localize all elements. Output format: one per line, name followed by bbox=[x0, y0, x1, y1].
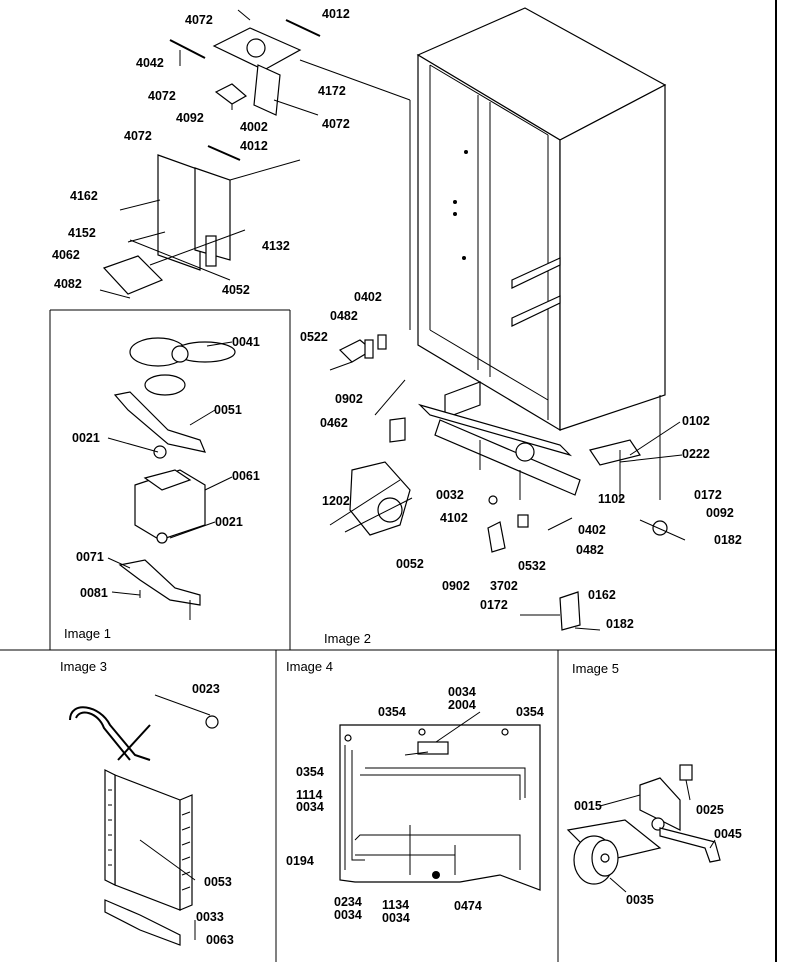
part-label: 0354 bbox=[378, 705, 406, 719]
image4-labels: 0034 2004 0354 0354 0354 1114 0034 0194 … bbox=[286, 685, 544, 925]
part-label: 1102 bbox=[598, 492, 625, 506]
part-label: 0025 bbox=[696, 803, 724, 817]
leader-lines bbox=[107, 341, 716, 893]
image2-title: Image 2 bbox=[324, 631, 371, 646]
part-label: 0063 bbox=[206, 933, 234, 947]
part-label: 0051 bbox=[214, 403, 242, 417]
part-label: 4052 bbox=[222, 283, 250, 297]
part-label: 0021 bbox=[215, 515, 243, 529]
part-label: 0172 bbox=[694, 488, 722, 502]
part-label: 4072 bbox=[148, 89, 176, 103]
part-label: 4002 bbox=[240, 120, 268, 134]
part-label: 0034 bbox=[334, 908, 362, 922]
part-label: 0071 bbox=[76, 550, 104, 564]
part-label: 0474 bbox=[454, 899, 482, 913]
image2-labels: 0402 0482 0522 0902 0462 0102 0222 0032 … bbox=[300, 290, 742, 631]
image3-evaporator bbox=[69, 694, 219, 946]
part-label: 4012 bbox=[240, 139, 268, 153]
part-label: 4092 bbox=[176, 111, 204, 125]
part-label: 0034 bbox=[296, 800, 324, 814]
image2-lower-parts bbox=[329, 334, 686, 631]
part-label: 4162 bbox=[70, 189, 98, 203]
part-label: 0182 bbox=[606, 617, 634, 631]
part-label: 0045 bbox=[714, 827, 742, 841]
part-label: 0482 bbox=[330, 309, 358, 323]
part-label: 4072 bbox=[322, 117, 350, 131]
part-label: 0172 bbox=[480, 598, 508, 612]
part-label: 0194 bbox=[286, 854, 314, 868]
part-label: 0034 bbox=[382, 911, 410, 925]
part-label: 0402 bbox=[578, 523, 606, 537]
part-label: 0092 bbox=[706, 506, 734, 520]
part-label: 0402 bbox=[354, 290, 382, 304]
part-label: 4132 bbox=[262, 239, 290, 253]
image3-labels: 0023 0053 0033 0063 bbox=[192, 682, 234, 947]
part-label: 0234 bbox=[334, 895, 362, 909]
part-label: 4042 bbox=[136, 56, 164, 70]
part-label: 4012 bbox=[322, 7, 350, 21]
top-fan-shroud-assembly bbox=[169, 9, 411, 330]
refrigerator-cabinet bbox=[416, 7, 667, 500]
image3-title: Image 3 bbox=[60, 659, 107, 674]
part-label: 0035 bbox=[626, 893, 654, 907]
part-label: 0102 bbox=[682, 414, 710, 428]
part-label: 4062 bbox=[52, 248, 80, 262]
top-labels: 4072 4012 4042 4072 4172 4092 4002 4072 … bbox=[52, 7, 350, 297]
part-label: 0354 bbox=[516, 705, 544, 719]
part-label: 0462 bbox=[320, 416, 348, 430]
part-label: 4072 bbox=[124, 129, 152, 143]
part-label: 4082 bbox=[54, 277, 82, 291]
part-label: 1114 bbox=[296, 788, 322, 802]
image1-labels: 0041 0051 0021 0061 0021 0071 0081 bbox=[72, 335, 260, 600]
part-label: 0081 bbox=[80, 586, 108, 600]
top-duct-panel bbox=[99, 145, 301, 299]
part-label: 0052 bbox=[396, 557, 424, 571]
part-label: 0021 bbox=[72, 431, 100, 445]
part-label: 0482 bbox=[576, 543, 604, 557]
part-label: 0061 bbox=[232, 469, 260, 483]
part-label: 0522 bbox=[300, 330, 328, 344]
part-label: 1134 bbox=[382, 898, 409, 912]
part-label: 0053 bbox=[204, 875, 232, 889]
image5-title: Image 5 bbox=[572, 661, 619, 676]
image1-fan-motor-assembly bbox=[113, 337, 236, 620]
part-label: 0033 bbox=[196, 910, 224, 924]
image5-labels: 0015 0025 0045 0035 bbox=[574, 799, 742, 907]
part-label: 2004 bbox=[448, 698, 476, 712]
part-label: 0015 bbox=[574, 799, 602, 813]
part-label: 4072 bbox=[185, 13, 213, 27]
part-label: 0023 bbox=[192, 682, 220, 696]
part-label: 0222 bbox=[682, 447, 710, 461]
part-label: 1202 bbox=[322, 494, 350, 508]
part-label: 4152 bbox=[68, 226, 96, 240]
image4-title: Image 4 bbox=[286, 659, 333, 674]
part-label: 0182 bbox=[714, 533, 742, 547]
part-label: 4172 bbox=[318, 84, 346, 98]
part-label: 4102 bbox=[440, 511, 468, 525]
part-label: 0032 bbox=[436, 488, 464, 502]
part-label: 0532 bbox=[518, 559, 546, 573]
part-label: 0354 bbox=[296, 765, 324, 779]
image1-title: Image 1 bbox=[64, 626, 111, 641]
image5-wheel-assembly bbox=[566, 764, 721, 885]
part-label: 0041 bbox=[232, 335, 260, 349]
part-label: 0902 bbox=[335, 392, 363, 406]
image4-freezer-compartment bbox=[339, 724, 541, 891]
part-label: 0162 bbox=[588, 588, 616, 602]
part-label: 0902 bbox=[442, 579, 470, 593]
part-label: 0034 bbox=[448, 685, 476, 699]
panel-borders bbox=[0, 0, 777, 962]
part-label: 3702 bbox=[490, 579, 518, 593]
